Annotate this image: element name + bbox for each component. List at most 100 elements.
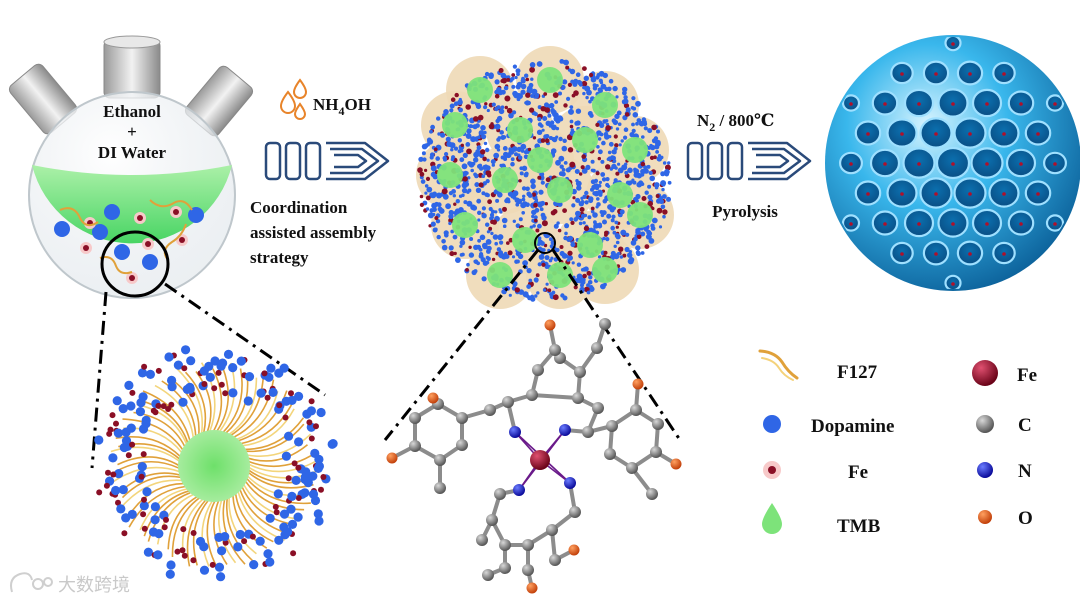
micelle-dopamine-dot <box>310 448 320 458</box>
cluster-particle <box>490 219 495 225</box>
micelle-dopamine-dot <box>220 532 230 542</box>
micelle-fe-dot <box>288 390 294 397</box>
cluster-particle <box>582 221 586 225</box>
cluster-particle <box>649 175 655 182</box>
molecule-carbon-atom <box>606 420 618 432</box>
micelle-dopamine-dot <box>256 388 266 398</box>
micelle-dopamine-dot <box>217 546 227 556</box>
cluster-particle <box>569 124 574 129</box>
cluster-particle <box>660 171 666 177</box>
cluster-particle <box>459 253 464 257</box>
cluster-particle <box>497 236 502 241</box>
micelle-dopamine-dot <box>316 407 326 418</box>
cluster-particle <box>564 223 570 229</box>
micelle-f127-strand <box>230 376 265 436</box>
cluster-particle <box>600 159 605 164</box>
cluster-particle <box>574 169 580 174</box>
micelle-f127-strand <box>120 479 183 509</box>
cluster-particle <box>453 146 459 151</box>
cluster-particle <box>521 211 525 215</box>
cluster-particle <box>536 291 540 295</box>
cluster-particle <box>537 223 542 229</box>
micelle-f127-strand <box>225 374 249 434</box>
micelle-f127-strand <box>244 417 305 451</box>
micelle-fe-dot <box>181 365 188 372</box>
micelle-dopamine-dot <box>279 509 290 519</box>
micelle-dopamine-dot <box>314 516 324 526</box>
sphere-fe-site <box>951 102 955 106</box>
micelle-f127-strand <box>248 452 317 468</box>
cluster-tmb-core <box>492 167 518 193</box>
flask-particles <box>54 199 204 284</box>
cluster-particle <box>661 187 665 192</box>
cluster-particle <box>549 244 554 248</box>
cluster-particle <box>473 157 479 163</box>
cluster-particle <box>622 253 627 258</box>
micelle-fe-dot <box>201 381 208 387</box>
cluster-particle <box>550 120 555 125</box>
cluster-particle <box>520 149 525 153</box>
micelle-f127-strand <box>241 486 293 526</box>
molecule-carbon-atom <box>456 412 468 424</box>
cluster-particle <box>581 168 588 174</box>
sphere-fe-site <box>1036 192 1040 196</box>
step2-gas: N <box>697 111 710 130</box>
cluster-particle <box>526 85 533 92</box>
cluster-particle <box>595 122 600 127</box>
micelle-fe-dot <box>140 511 147 518</box>
molecule-carbon-atom <box>592 402 604 414</box>
sphere-fe-site <box>883 162 887 166</box>
cluster-particle <box>525 186 530 192</box>
sphere-fe-site <box>934 72 938 76</box>
cluster-particle <box>514 152 518 157</box>
micelle-dopamine-dot <box>287 519 298 530</box>
micelle-dopamine-dot <box>294 437 304 447</box>
molecule-carbon-atom <box>574 366 586 378</box>
cluster-particle <box>632 112 639 118</box>
cluster-particle <box>569 105 574 109</box>
sphere-fe-site <box>1053 222 1057 226</box>
micelle-dopamine-dot <box>283 527 293 537</box>
cluster-particle <box>667 180 672 185</box>
cluster-particle <box>553 116 558 121</box>
cluster-particle <box>470 136 477 143</box>
cluster-particle <box>571 261 575 265</box>
cluster-particle <box>458 99 463 104</box>
cluster-particle <box>610 218 615 223</box>
cluster-particle <box>504 95 511 102</box>
cluster-particle <box>600 213 605 218</box>
flask-fe-dot <box>145 241 151 247</box>
cluster-particle <box>506 199 511 204</box>
step1-reagent-tail: OH <box>345 95 371 114</box>
cluster-particle <box>549 292 554 297</box>
cluster-particle <box>597 255 602 259</box>
molecule-fe-atom <box>530 450 550 470</box>
cluster-particle <box>460 143 464 147</box>
micelle-dopamine-dot <box>274 535 284 545</box>
micelle-f127-strand <box>139 399 189 444</box>
micelle-dopamine-dot <box>263 549 273 559</box>
micelle-fe-dot <box>125 452 132 459</box>
cluster-particle <box>466 200 473 207</box>
micelle-dopamine-dot <box>141 419 151 429</box>
cluster-particle <box>518 179 522 183</box>
micelle-fe-dot <box>241 538 248 545</box>
cluster-particle <box>497 251 504 258</box>
cluster-particle <box>562 59 566 64</box>
cluster-particle <box>602 219 607 225</box>
cluster-particle <box>477 135 481 139</box>
micelle-dopamine-dot <box>273 489 283 499</box>
fe-coordination-molecule <box>386 318 682 594</box>
micelle-dopamine-dot <box>205 372 215 382</box>
cluster-particle <box>494 210 498 214</box>
cluster-particle <box>582 66 587 71</box>
cluster-particle <box>631 122 635 127</box>
step2-arrow-icon <box>686 141 812 181</box>
cluster-particle <box>609 207 615 213</box>
cluster-tmb-core <box>507 117 533 143</box>
cluster-particle <box>666 196 671 202</box>
cluster-particle <box>510 194 515 199</box>
micelle-fe-dot <box>155 402 162 409</box>
cluster-particle <box>508 112 514 119</box>
cluster-particle <box>597 156 601 161</box>
